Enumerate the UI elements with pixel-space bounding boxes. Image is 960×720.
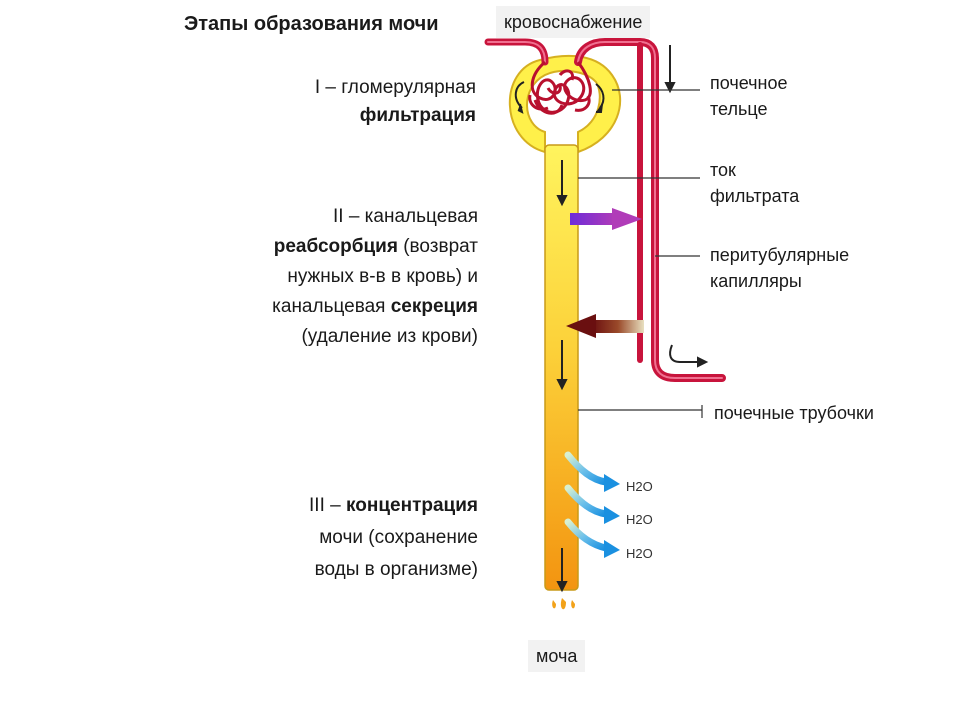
pointer-lines <box>578 89 703 418</box>
stage2-line2: реабсорбция (возврат <box>200 232 478 262</box>
bowman-capsule <box>508 54 622 154</box>
water-arrows <box>564 451 610 552</box>
filtrate-arrows <box>556 160 568 593</box>
stage3-text: III – концентрация мочи (сохранение воды… <box>220 490 478 586</box>
stage1-line2: фильтрация <box>359 105 476 126</box>
label-water-2: H2O <box>626 512 653 527</box>
stage1-text: I – гломерулярная фильтрация <box>240 74 476 130</box>
stage2-secretion: секреция <box>390 296 478 317</box>
secretion-arrow <box>566 314 644 338</box>
stage2-line1: II – канальцевая <box>333 206 478 227</box>
water-arrowheads <box>604 474 620 558</box>
blood-vessel <box>484 38 726 382</box>
label-renal-tubules: почечные трубочки <box>714 403 874 423</box>
label-peritubular-line2: капилляры <box>710 271 802 291</box>
label-filtrate-flow-line2: фильтрата <box>710 186 800 206</box>
glomerulus <box>528 60 592 115</box>
stage3-line1-plain: III – <box>309 495 346 516</box>
label-renal-corpuscle-line1: почечное <box>710 73 788 93</box>
label-blood-supply: кровоснабжение <box>496 6 651 38</box>
capsule-flow-arrows <box>514 81 605 114</box>
stage3-line2: мочи (сохранение <box>319 527 478 548</box>
capillary-return-arrow <box>669 344 709 368</box>
stage2-line2-rest: (возврат <box>397 236 478 257</box>
label-filtrate-flow: ток фильтрата <box>710 157 799 209</box>
stage3-concentration: концентрация <box>346 495 478 516</box>
label-urine: моча <box>528 640 586 672</box>
urine-drops <box>552 598 575 610</box>
blood-down-arrow <box>664 45 676 94</box>
stage3-line3: воды в организме) <box>314 559 478 580</box>
label-peritubular-line1: перитубулярные <box>710 245 850 265</box>
label-water-1: H2O <box>626 479 653 494</box>
stage2-line4-plain: канальцевая <box>272 296 391 317</box>
stage2-line3: нужных в-в в кровь) и <box>287 266 478 287</box>
stage2-line4: канальцевая секреция <box>200 292 478 322</box>
stage3-line1: III – концентрация <box>220 490 478 522</box>
label-renal-corpuscle: почечное тельце <box>710 70 788 122</box>
label-peritubular: перитубулярные капилляры <box>710 242 849 294</box>
label-renal-corpuscle-line2: тельце <box>710 99 768 119</box>
stage1-line1: I – гломерулярная <box>314 77 476 98</box>
page-title: Этапы образования мочи <box>184 13 439 35</box>
stage2-reabsorption: реабсорбция <box>273 236 398 257</box>
stage2-line5: (удаление из крови) <box>301 326 478 347</box>
reabsorption-arrow <box>570 208 642 230</box>
label-water-3: H2O <box>626 546 653 561</box>
label-filtrate-flow-line1: ток <box>710 160 736 180</box>
stage2-text: II – канальцевая реабсорбция (возврат ну… <box>200 202 478 352</box>
